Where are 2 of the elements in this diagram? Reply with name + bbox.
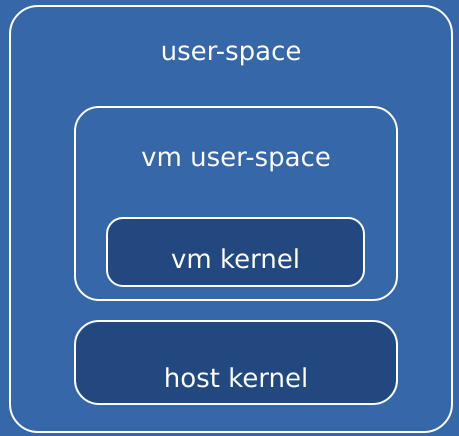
inner-box: host kernel (74, 320, 398, 405)
inner-box: vm kernel (106, 217, 365, 287)
